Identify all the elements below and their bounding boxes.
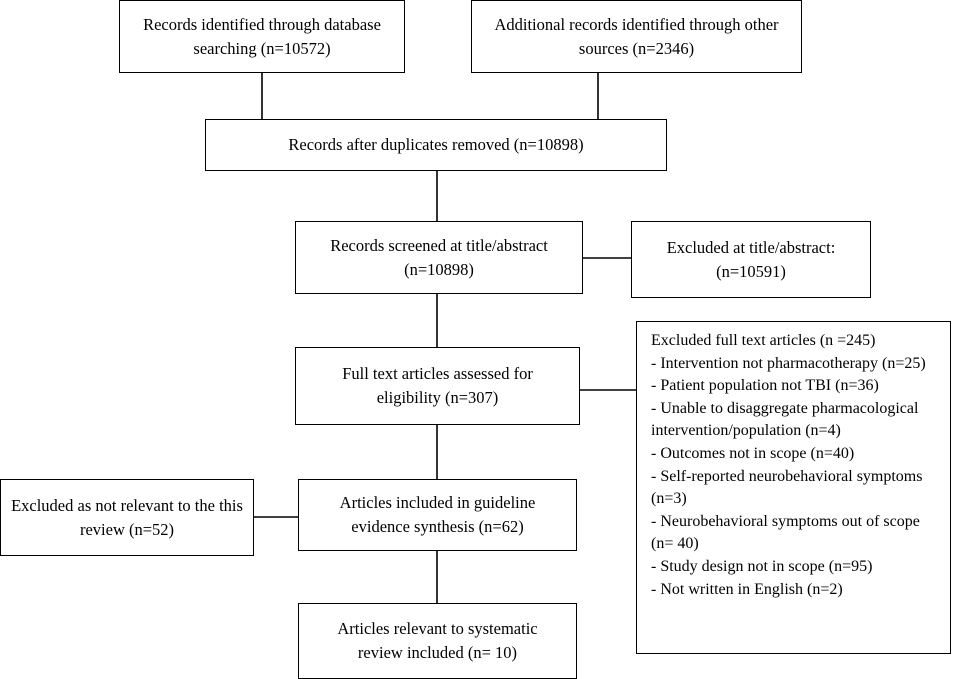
exclusion-reason: - Patient population not TBI (n=36) — [651, 377, 879, 395]
guideline-synthesis-text: Articles included in guideline evidence … — [339, 493, 536, 536]
other-records-text: Additional records identified through ot… — [494, 14, 779, 58]
systematic-review-box: Articles relevant to systematic review i… — [298, 603, 577, 679]
exclusion-reason: - Intervention not pharmacotherapy (n=25… — [651, 354, 926, 372]
exclusion-reason: - Self-reported neurobehavioral symptoms… — [651, 467, 923, 508]
database-records-box: Records identified through database sear… — [119, 0, 405, 73]
screened-text: Records screened at title/abstract (n=10… — [330, 235, 548, 279]
exclusion-reason-list: - Intervention not pharmacotherapy (n=25… — [651, 353, 940, 602]
exclusion-reason: - Not written in English (n=2) — [651, 580, 843, 598]
database-records-text: Records identified through database sear… — [143, 14, 381, 58]
excluded-full-text-box: Excluded full text articles (n =245) - I… — [636, 321, 951, 654]
other-records-box: Additional records identified through ot… — [471, 0, 802, 73]
exclusion-reason: - Outcomes not in scope (n=40) — [651, 444, 855, 462]
exclusion-reason: - Unable to disaggregate pharmacological… — [651, 399, 919, 440]
exclusion-reason: - Neurobehavioral symptoms out of scope … — [651, 512, 920, 553]
excluded-title-abstract-text: Excluded at title/abstract: (n=10591) — [666, 237, 836, 281]
excluded-full-text-heading: Excluded full text articles (n =245) — [651, 332, 876, 349]
duplicates-removed-text: Records after duplicates removed (n=1089… — [288, 135, 584, 154]
full-text-assessed-text: Full text articles assessed for eligibil… — [342, 364, 533, 407]
excluded-title-abstract-box: Excluded at title/abstract: (n=10591) — [631, 221, 871, 298]
excluded-not-relevant-text: Excluded as not relevant to the this rev… — [11, 495, 243, 539]
full-text-assessed-box: Full text articles assessed for eligibil… — [295, 347, 580, 425]
duplicates-removed-box: Records after duplicates removed (n=1089… — [205, 119, 667, 171]
guideline-synthesis-box: Articles included in guideline evidence … — [298, 479, 577, 551]
exclusion-reason: - Study design not in scope (n=95) — [651, 557, 873, 575]
systematic-review-text: Articles relevant to systematic review i… — [337, 619, 538, 662]
excluded-not-relevant-box: Excluded as not relevant to the this rev… — [0, 479, 254, 556]
screened-box: Records screened at title/abstract (n=10… — [295, 221, 583, 294]
